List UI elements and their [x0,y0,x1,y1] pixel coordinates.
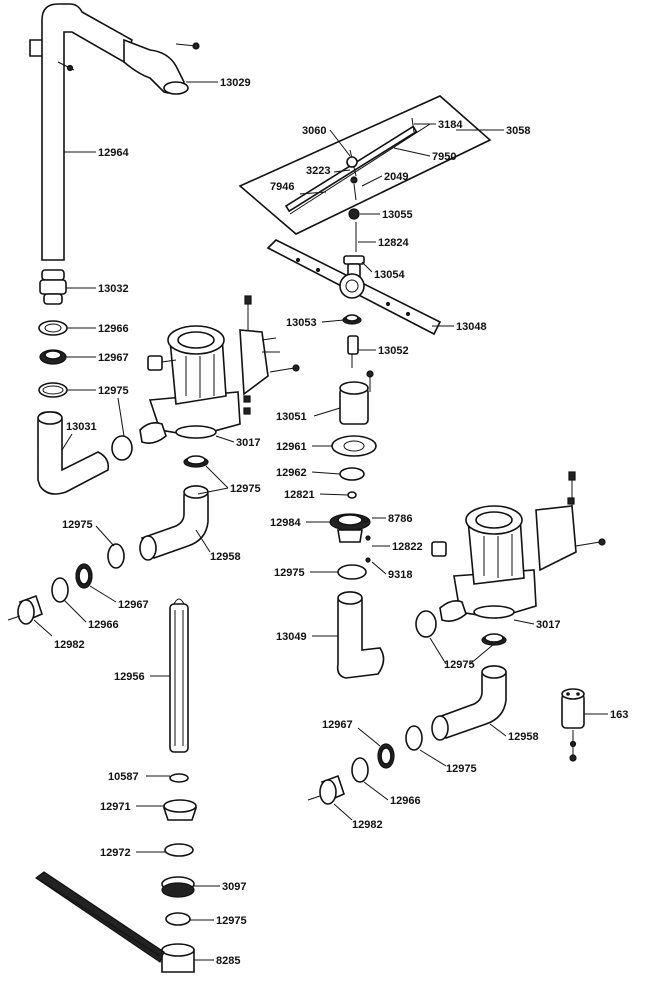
label-12972: 12972 [100,847,131,859]
label-13029: 13029 [220,77,251,89]
label-10587: 10587 [108,771,139,783]
label-12966-left-2: 12966 [88,619,119,631]
label-12971: 12971 [100,801,131,813]
part-163 [561,688,585,762]
label-12967-left: 12967 [98,352,129,364]
label-13055: 13055 [382,209,413,221]
label-13032: 13032 [98,283,129,295]
label-13031: 13031 [66,421,97,433]
left-lower-hoses [7,455,209,625]
label-13052: 13052 [378,345,409,357]
label-13048: 13048 [456,321,487,333]
label-12975-left-1: 12975 [98,385,129,397]
leader-lines [33,81,608,961]
label-8786: 8786 [388,513,412,525]
label-12975-right-2: 12975 [446,763,477,775]
part-labels: 13029 12964 13032 12966 12967 12975 1303… [54,77,628,967]
label-13054: 13054 [374,269,405,281]
label-12824: 12824 [378,237,409,249]
label-3060: 3060 [302,125,326,137]
spray-arm [266,239,442,368]
label-8285: 8285 [216,955,240,967]
label-12958-right: 12958 [508,731,539,743]
label-12961: 12961 [276,441,307,453]
label-2049: 2049 [384,171,408,183]
label-163: 163 [610,709,628,721]
label-12975-left-2: 12975 [230,483,261,495]
label-12975-left-4: 12975 [216,915,247,927]
label-12956: 12956 [114,671,145,683]
upper-pipe-assembly [29,3,200,495]
label-12967-left-2: 12967 [118,599,149,611]
label-12982-right: 12982 [352,819,383,831]
right-lower-hoses [307,665,507,805]
label-3184: 3184 [438,119,463,131]
label-12966-right: 12966 [390,795,421,807]
label-7946: 7946 [270,181,294,193]
label-12821: 12821 [284,489,315,501]
label-12975-center: 12975 [274,567,305,579]
label-13053: 13053 [286,317,317,329]
label-12975-right-1: 12975 [444,659,475,671]
label-13051: 13051 [276,411,307,423]
label-3223: 3223 [306,165,330,177]
label-13049: 13049 [276,631,307,643]
label-3097: 3097 [222,881,246,893]
pump-motor-left [139,295,300,444]
label-3017-right: 3017 [536,619,560,631]
central-column [329,370,385,679]
label-12967-right: 12967 [322,719,353,731]
label-7950: 7950 [432,151,456,163]
filter-column [34,598,198,973]
label-12984: 12984 [270,517,301,529]
label-12975-left-3: 12975 [62,519,93,531]
label-12958-left: 12958 [210,551,241,563]
label-12962: 12962 [276,467,307,479]
label-3058: 3058 [506,125,530,137]
label-9318: 9318 [388,569,412,581]
pump-motor-right [415,471,606,646]
label-12966-left: 12966 [98,323,129,335]
label-12964: 12964 [98,147,129,159]
label-12822: 12822 [392,541,423,553]
label-3017-left: 3017 [236,437,260,449]
label-12982-left: 12982 [54,639,85,651]
